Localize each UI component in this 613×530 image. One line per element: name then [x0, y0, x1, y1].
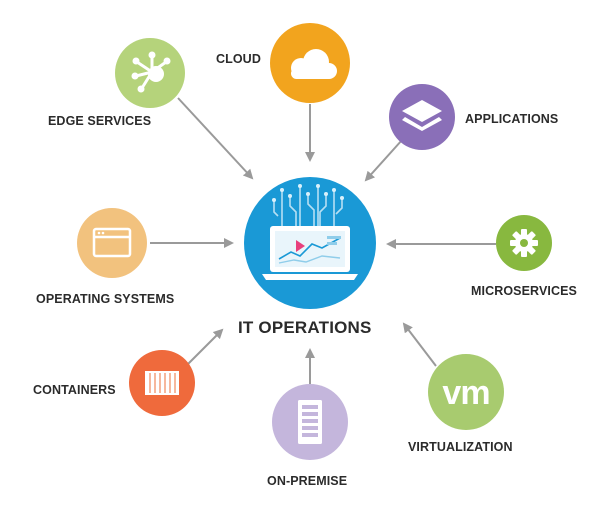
gear-icon — [510, 229, 538, 257]
laptop-dashboard-icon — [262, 184, 358, 280]
node-edge-services — [115, 38, 185, 108]
node-microservices — [496, 215, 552, 271]
arrow-containers — [187, 328, 224, 365]
label-virtualization: VIRTUALIZATION — [408, 440, 513, 454]
center-node — [244, 177, 376, 309]
label-containers: CONTAINERS — [33, 383, 116, 397]
arrow-virtualization — [402, 322, 437, 367]
arrow-applications — [364, 139, 403, 182]
node-virtualization: vm — [428, 354, 504, 430]
node-operating-systems — [77, 208, 147, 278]
os-circle — [77, 208, 147, 278]
shipping-container-icon — [145, 371, 179, 395]
server-rack-icon — [298, 400, 322, 444]
node-on-premise — [272, 384, 348, 460]
label-it-operations: IT OPERATIONS — [238, 318, 372, 337]
label-applications: APPLICATIONS — [465, 112, 559, 126]
node-applications — [389, 84, 455, 150]
label-operating-systems: OPERATING SYSTEMS — [36, 292, 175, 306]
node-cloud — [270, 23, 350, 103]
vm-logo-icon: vm — [442, 374, 489, 412]
virtualization-circle — [428, 354, 504, 430]
label-on-premise: ON-PREMISE — [267, 474, 348, 488]
label-microservices: MICROSERVICES — [471, 284, 577, 298]
label-edge-services: EDGE SERVICES — [48, 114, 152, 128]
label-cloud: CLOUD — [216, 52, 261, 66]
window-icon — [92, 227, 132, 258]
node-containers — [129, 350, 195, 416]
layers-icon — [402, 100, 442, 131]
arrow-edge — [177, 97, 254, 180]
arrows — [150, 97, 496, 384]
cloud-icon — [291, 49, 337, 79]
